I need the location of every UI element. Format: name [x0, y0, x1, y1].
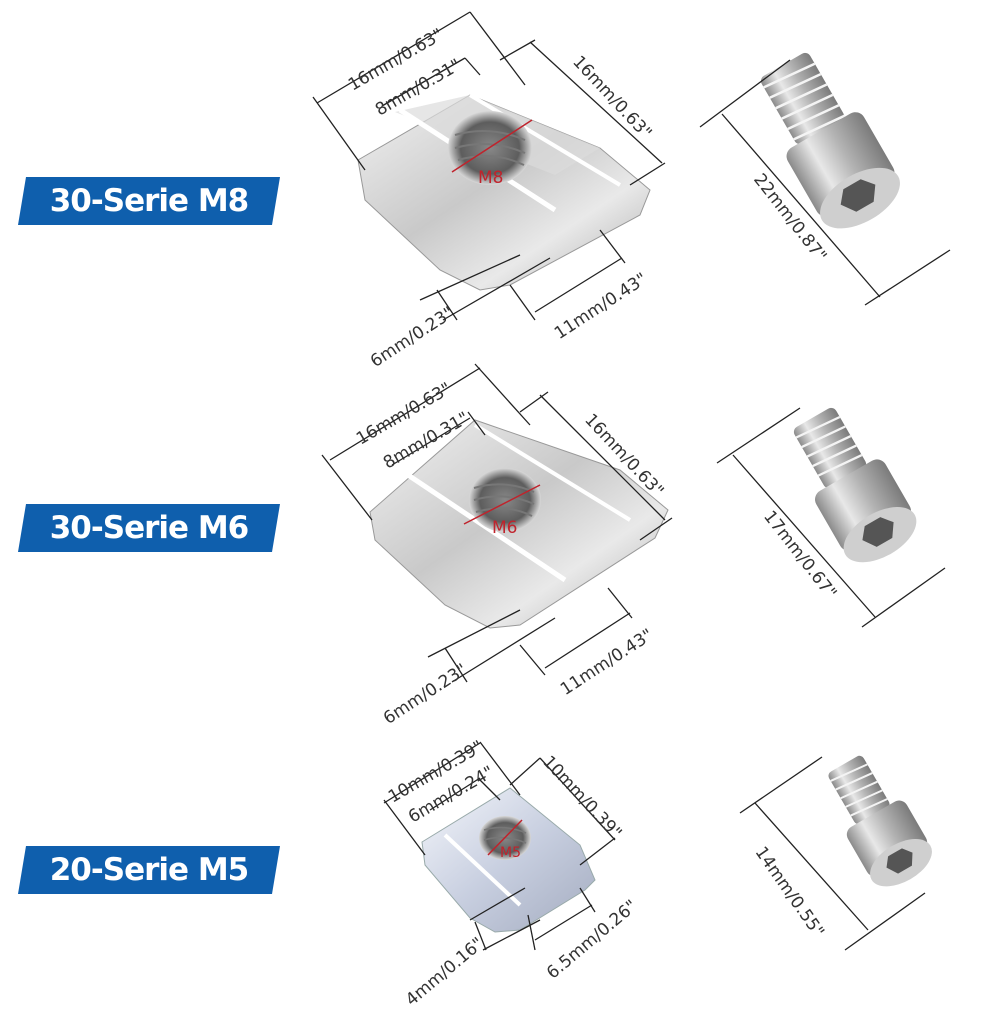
diameter-marker	[451, 119, 533, 173]
dimension-line-bolt-m5	[739, 756, 926, 951]
dimension-lines-m8	[312, 11, 666, 321]
bolt-m5	[828, 755, 932, 887]
dimension-line-bolt-m8	[699, 59, 951, 306]
banner-label: 20-Serie M5	[49, 852, 250, 888]
diameter-marker	[487, 819, 523, 856]
dimension-lines-m6	[321, 363, 673, 683]
dimension-line-bolt-m6	[716, 407, 946, 628]
bolt-m6	[793, 407, 917, 563]
banner-label: 30-Serie M8	[49, 183, 250, 219]
t-nut-m6	[369, 419, 669, 629]
banner-shape	[18, 846, 280, 894]
banner-30-serie-m6: 30-Serie M6	[18, 504, 280, 552]
thread-label-m6: M6	[492, 518, 518, 538]
banner-20-serie-m5: 20-Serie M5	[18, 846, 280, 894]
thread-label-m5: M5	[500, 845, 521, 861]
threaded-hole	[469, 468, 541, 532]
diameter-marker	[463, 484, 541, 525]
bolt-m8	[760, 52, 900, 229]
dimension-lines-m5	[383, 741, 616, 951]
banner-shape	[18, 177, 280, 225]
banner-label: 30-Serie M6	[49, 510, 250, 546]
t-nut-m5	[421, 787, 596, 933]
banner-30-serie-m8: 30-Serie M8	[18, 177, 280, 225]
thread-label-m8: M8	[478, 168, 504, 188]
banner-shape	[18, 504, 280, 552]
t-nut-m8	[357, 93, 651, 291]
